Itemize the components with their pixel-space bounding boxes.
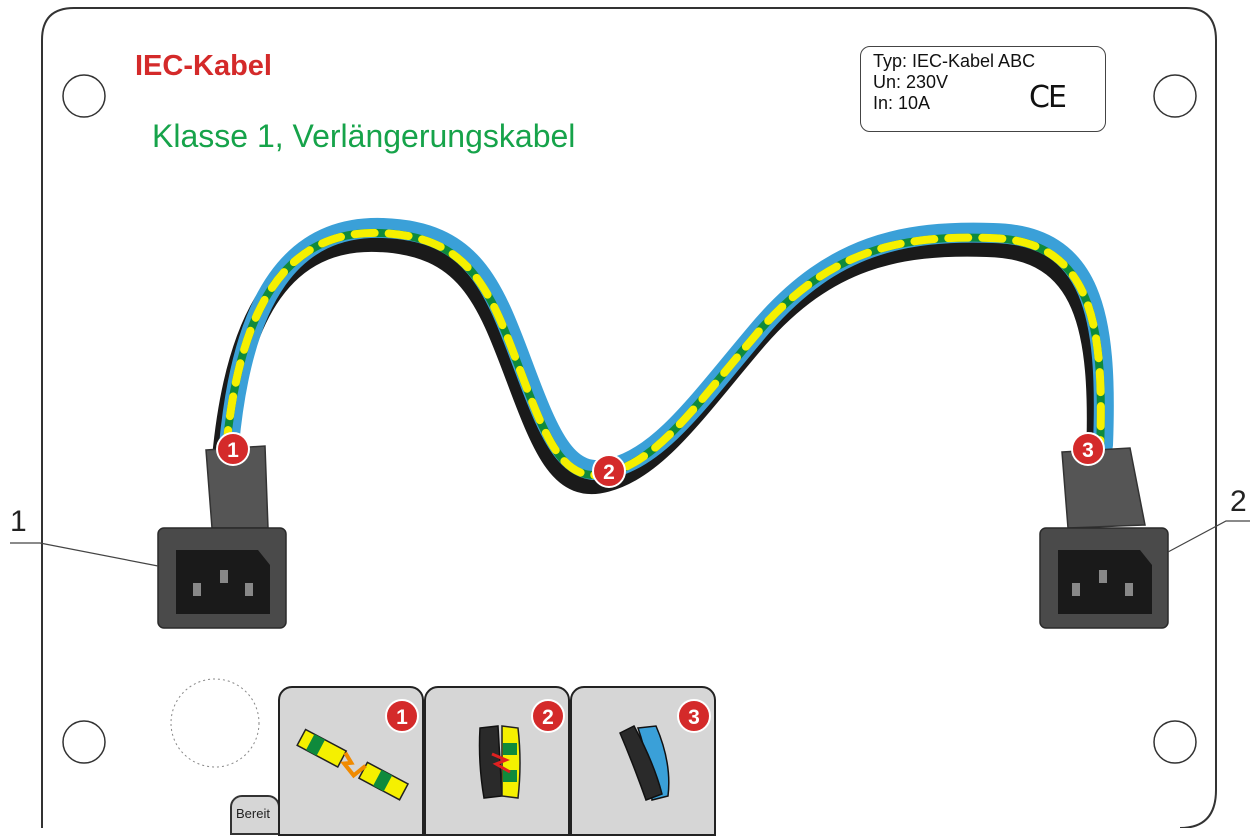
type-label-box: Typ: IEC-Kabel ABC Un: 230V In: 10A CE — [860, 46, 1106, 132]
fault-tab-1[interactable]: 1 — [278, 686, 424, 836]
callout-label-right: 2 — [1230, 485, 1247, 518]
status-tab-bereit[interactable]: Bereit — [230, 795, 280, 835]
svg-text:2: 2 — [603, 461, 615, 484]
callout-line-left — [10, 542, 159, 567]
crossed-wires-icon — [619, 725, 670, 801]
dotted-knob-outline — [170, 678, 260, 768]
mounting-hole-bottom-right — [1153, 720, 1197, 764]
mounting-hole-bottom-left — [62, 720, 106, 764]
svg-text:2: 2 — [542, 706, 554, 729]
mounting-hole-top-left — [62, 74, 106, 118]
left-connector — [157, 445, 287, 629]
marker-1: 1 — [216, 432, 250, 466]
svg-text:1: 1 — [396, 706, 408, 729]
short-circuit-icon — [478, 725, 521, 799]
fault-tab-3[interactable]: 3 — [570, 686, 716, 836]
tab-badge-3: 3 — [677, 699, 711, 733]
current-line: In: 10A — [873, 93, 931, 113]
callout-label-left: 1 — [10, 505, 27, 538]
ce-mark: CE — [1029, 80, 1067, 115]
svg-text:3: 3 — [1082, 439, 1094, 462]
type-line: Typ: IEC-Kabel ABC — [873, 51, 1036, 71]
voltage-line: Un: 230V — [873, 72, 949, 92]
svg-text:3: 3 — [688, 706, 700, 729]
callout-line-right — [1167, 520, 1250, 553]
mounting-hole-top-right — [1153, 74, 1197, 118]
panel-subtitle: Klasse 1, Verlängerungskabel — [152, 118, 576, 154]
broken-wire-icon — [296, 728, 410, 801]
panel-outline — [41, 7, 1217, 828]
svg-text:1: 1 — [227, 439, 239, 462]
marker-3: 3 — [1071, 432, 1105, 466]
marker-2: 2 — [592, 454, 626, 488]
panel-title: IEC-Kabel — [135, 50, 272, 82]
tab-badge-2: 2 — [531, 699, 565, 733]
right-connector — [1039, 447, 1169, 629]
fault-tab-2[interactable]: 2 — [424, 686, 570, 836]
tab-badge-1: 1 — [385, 699, 419, 733]
